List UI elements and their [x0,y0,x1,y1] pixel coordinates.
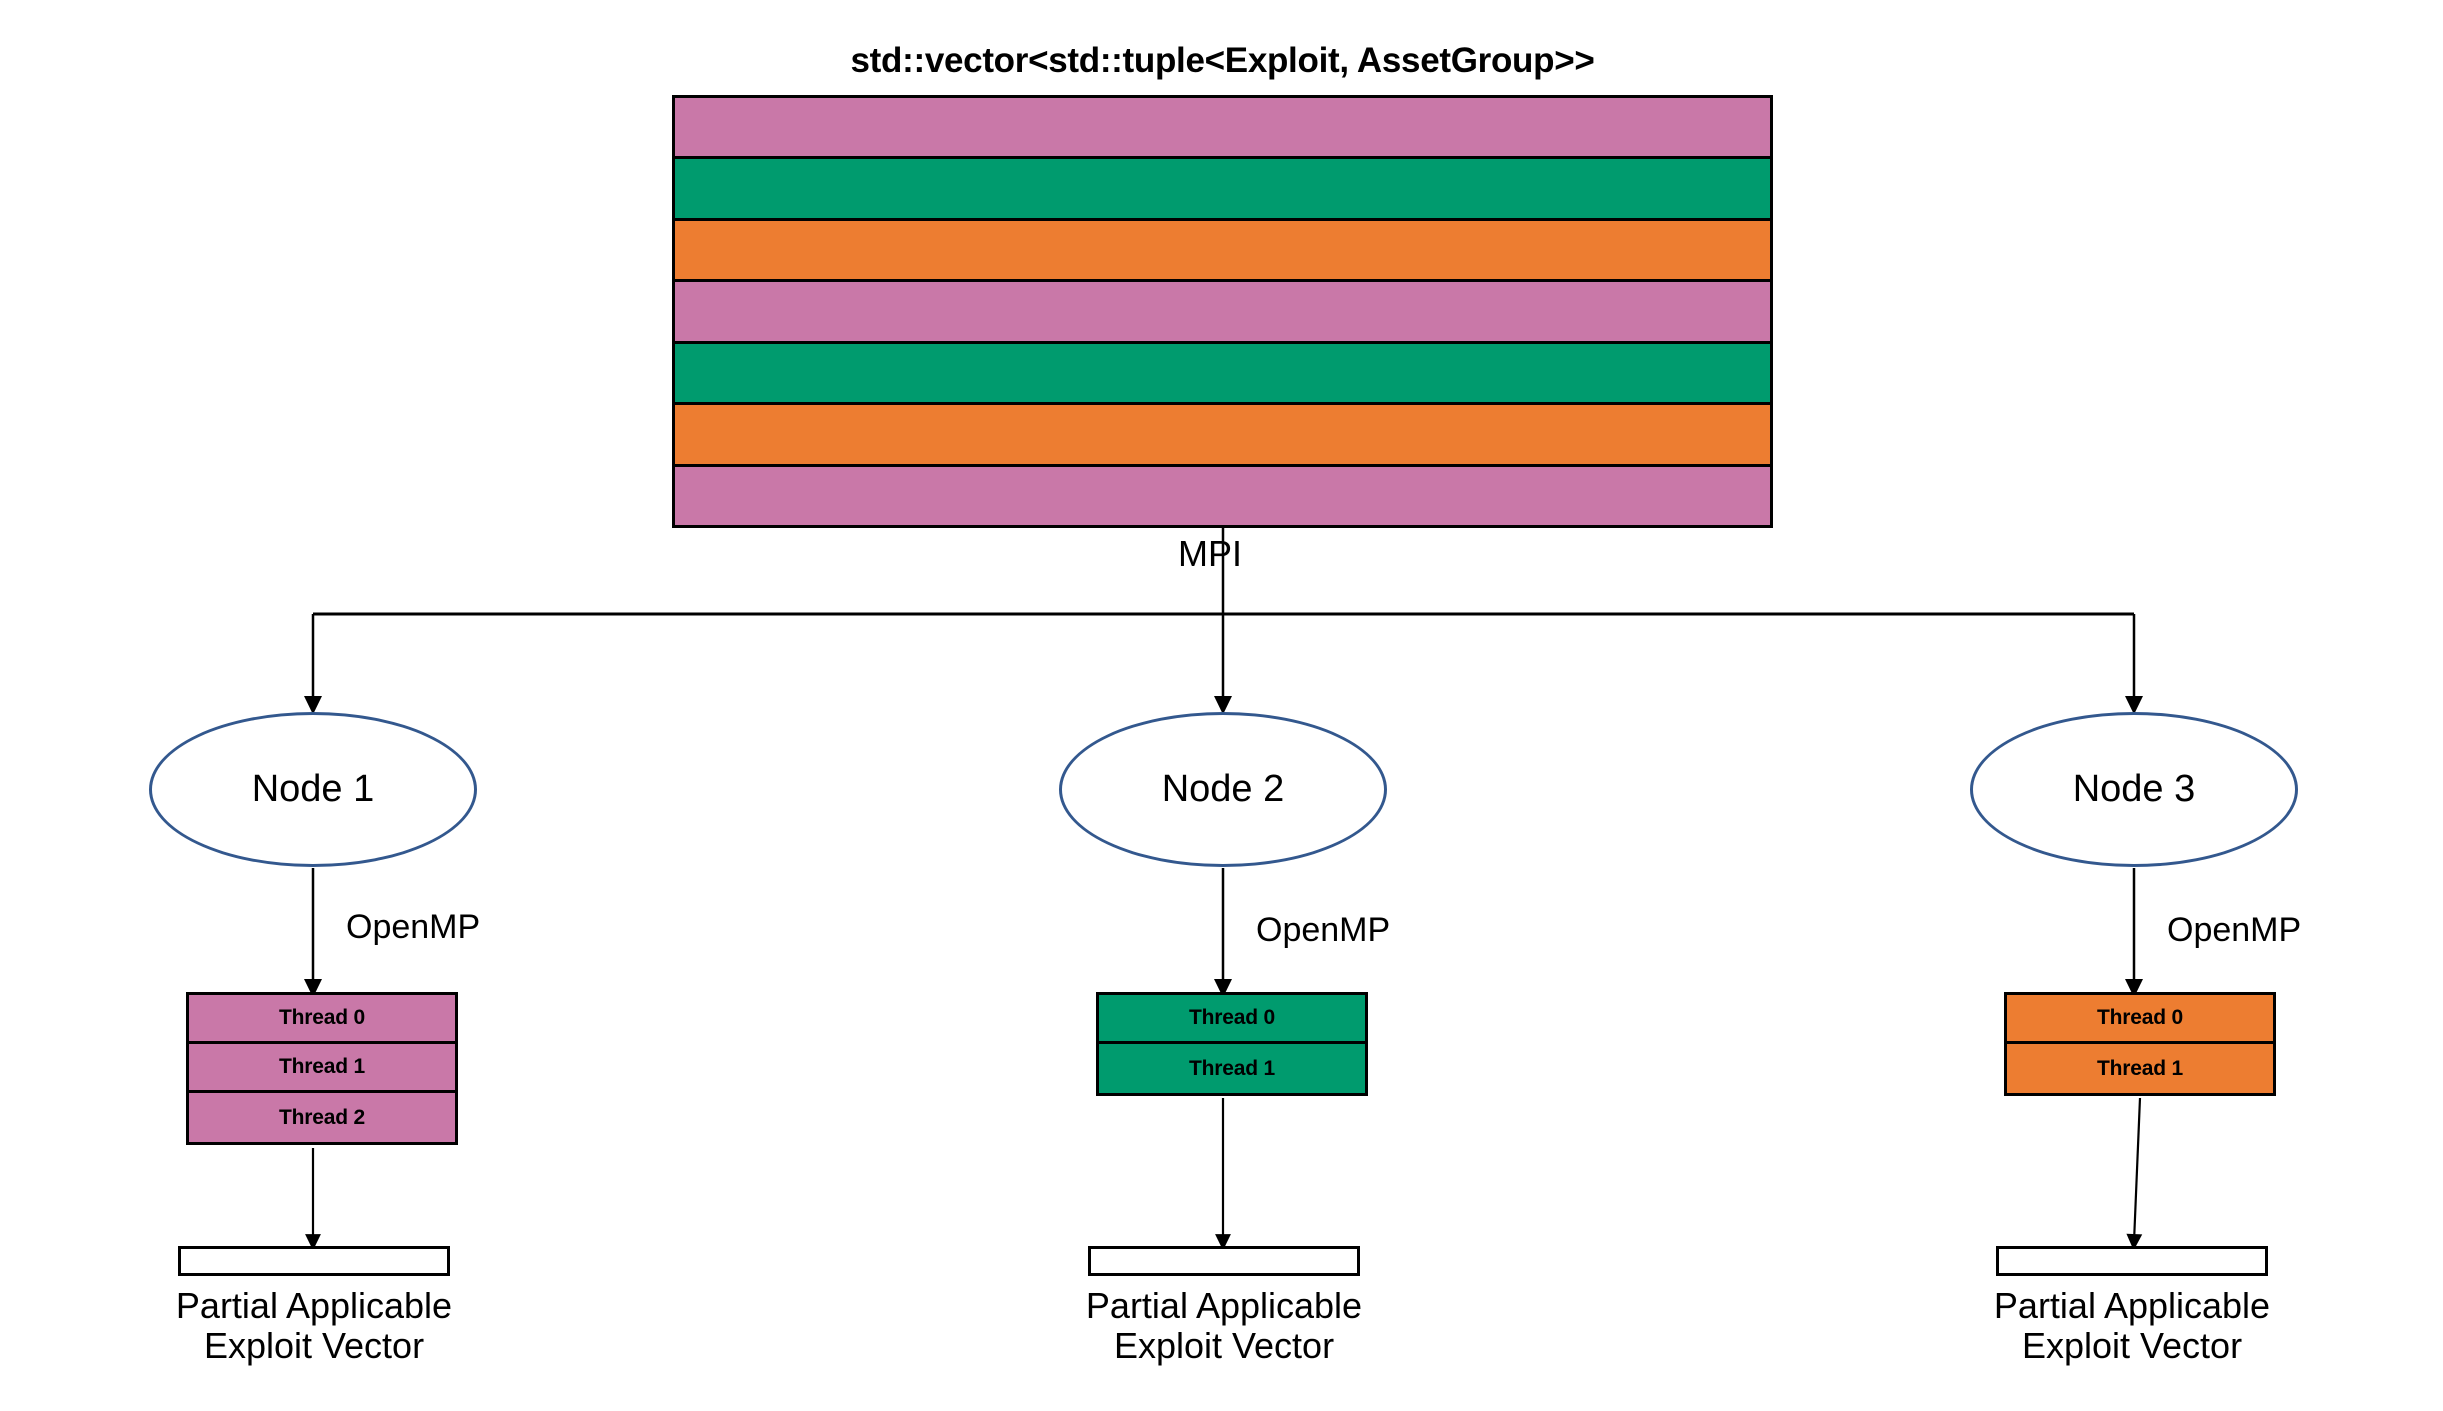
node-ellipse-node-2[interactable]: Node 2 [1059,712,1387,867]
result-caption-node-2: Partial Applicable Exploit Vector [1004,1285,1444,1367]
vector-row [675,220,1770,283]
thread-cell: Thread 1 [1099,1044,1365,1093]
openmp-label-node-2: OpenMP [1256,911,1391,949]
openmp-label-node-1: OpenMP [346,908,481,946]
result-box-node-3 [1996,1246,2268,1276]
result-box-node-1 [178,1246,450,1276]
vector-row [675,98,1770,160]
node-label: Node 1 [251,768,375,810]
openmp-label-node-3: OpenMP [2167,911,2302,949]
result-caption-line-1: Partial Applicable [1993,1285,2271,1326]
vector-row [675,343,1770,406]
result-caption-node-1: Partial Applicable Exploit Vector [94,1285,534,1367]
thread-cell: Thread 1 [2007,1044,2273,1093]
vector-row [675,159,1770,221]
node-ellipse-node-1[interactable]: Node 1 [149,712,477,867]
result-caption-line-2: Exploit Vector [2021,1325,2243,1367]
result-caption-line-2: Exploit Vector [203,1325,425,1367]
result-caption-line-1: Partial Applicable [175,1285,453,1326]
vector-row [675,282,1770,344]
vector-element-rows [675,98,1770,525]
node-label: Node 3 [2072,768,2196,810]
thread-cell: Thread 0 [1099,995,1365,1044]
node-label: Node 2 [1161,768,1285,810]
vector-row [675,405,1770,467]
mpi-label: MPI [1178,533,1243,574]
thread-cell: Thread 2 [189,1093,455,1142]
result-caption-node-3: Partial Applicable Exploit Vector [1912,1285,2352,1367]
thread-cell: Thread 1 [189,1044,455,1093]
result-caption-line-1: Partial Applicable [1085,1285,1363,1326]
thread-cell: Thread 0 [2007,995,2273,1044]
vector-type-title: std::vector<std::tuple<Exploit, AssetGro… [672,26,1773,98]
node-ellipse-node-3[interactable]: Node 3 [1970,712,2298,867]
result-box-node-2 [1088,1246,1360,1276]
result-caption-line-2: Exploit Vector [1113,1325,1335,1367]
thread-cell: Thread 0 [189,995,455,1044]
wire-threads-3-to-result [2126,1097,2143,1251]
vector-row [675,466,1770,525]
